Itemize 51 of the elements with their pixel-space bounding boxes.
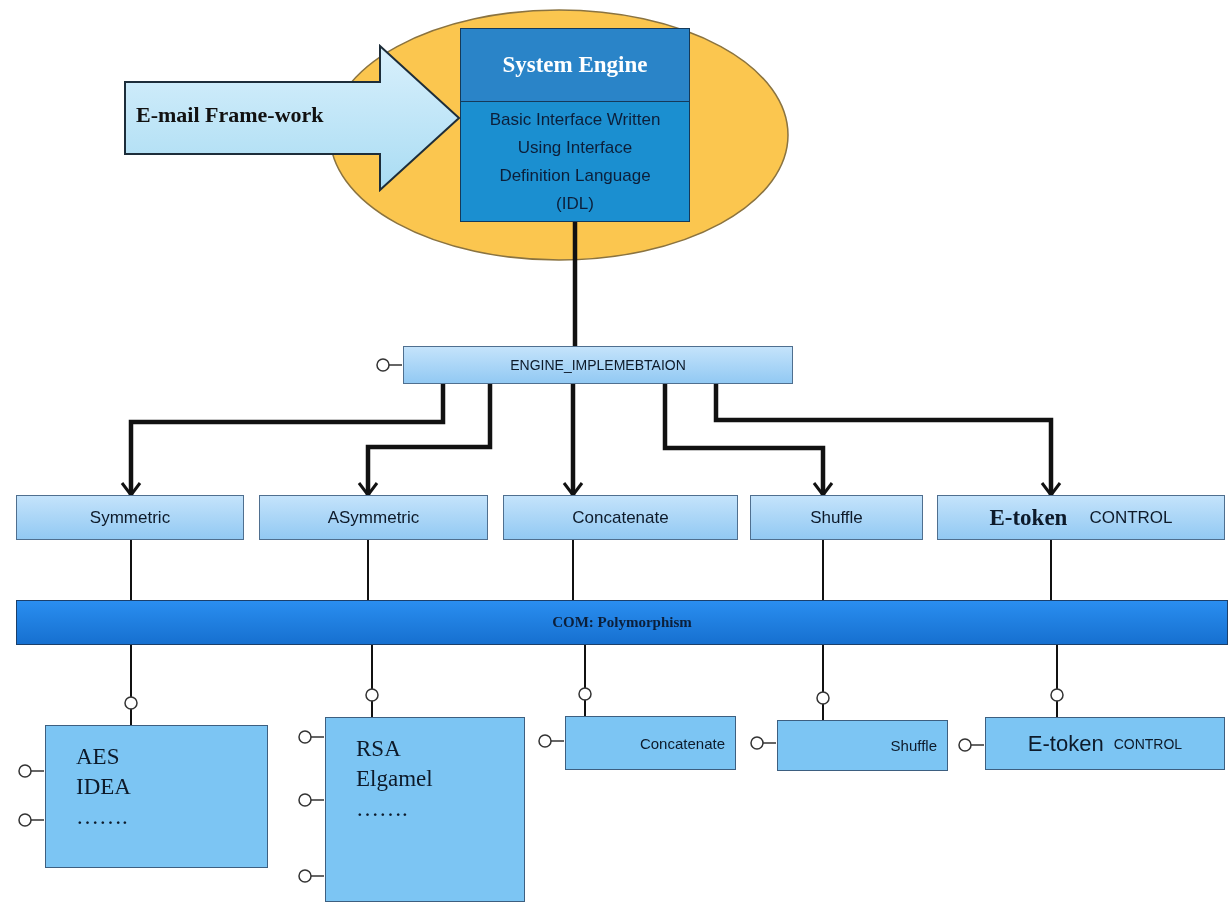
implementation-box <box>777 720 948 771</box>
box-label: ENGINE_IMPLEMEBTAION <box>510 357 686 373</box>
interface-box <box>16 495 244 540</box>
implementation-box <box>985 717 1225 770</box>
connector <box>1050 539 1052 601</box>
connector <box>120 384 446 497</box>
box-label: CONTROL <box>1113 735 1183 752</box>
connector <box>562 384 584 497</box>
connector <box>367 539 369 601</box>
connector <box>1050 644 1064 718</box>
bar-label: COM: Polymorphism <box>552 614 692 631</box>
interface-box <box>937 495 1225 540</box>
box-label: ……. <box>356 795 409 823</box>
interface-box <box>259 495 488 540</box>
connector <box>130 539 132 601</box>
implementation-box <box>325 717 525 902</box>
block-arrow <box>122 44 462 192</box>
connector <box>713 384 1062 497</box>
box-label: RSA <box>356 735 402 763</box>
box-label: ASymmetric <box>327 507 420 528</box>
interface-box <box>750 495 923 540</box>
connector <box>572 222 578 346</box>
box-label: Elgamel <box>356 765 434 793</box>
interface-box <box>403 346 793 384</box>
connector <box>816 644 830 721</box>
box-label: E-token <box>1027 730 1104 757</box>
connector <box>578 644 592 717</box>
connector <box>822 539 824 601</box>
box-label: ……. <box>76 803 129 831</box>
connector <box>124 644 138 726</box>
arrow-label: E-mail Frame-work <box>136 102 324 128</box>
connector <box>365 644 379 718</box>
box-label: Concatenate <box>639 734 725 752</box>
connector <box>572 539 574 601</box>
box-label: IDEA <box>76 773 132 801</box>
box-label: E-token <box>989 504 1068 531</box>
box-label: CONTROL <box>1089 507 1173 528</box>
box-header: System Engine <box>461 29 689 102</box>
box-label: Symmetric <box>89 507 171 528</box>
box-label: Concatenate <box>572 507 669 528</box>
connector <box>357 384 493 497</box>
box-label: AES <box>76 743 121 771</box>
engine-box <box>460 28 690 222</box>
connector <box>662 384 834 497</box>
implementation-box <box>45 725 268 868</box>
box-label: Shuffle <box>890 737 937 754</box>
implementation-box <box>565 716 736 770</box>
polymorphism-bar <box>16 600 1228 645</box>
interface-box <box>503 495 738 540</box>
box-label: Shuffle <box>810 507 863 528</box>
box-body-text: Basic Interface Written Using Interface Definition Language (IDL) <box>488 109 662 215</box>
